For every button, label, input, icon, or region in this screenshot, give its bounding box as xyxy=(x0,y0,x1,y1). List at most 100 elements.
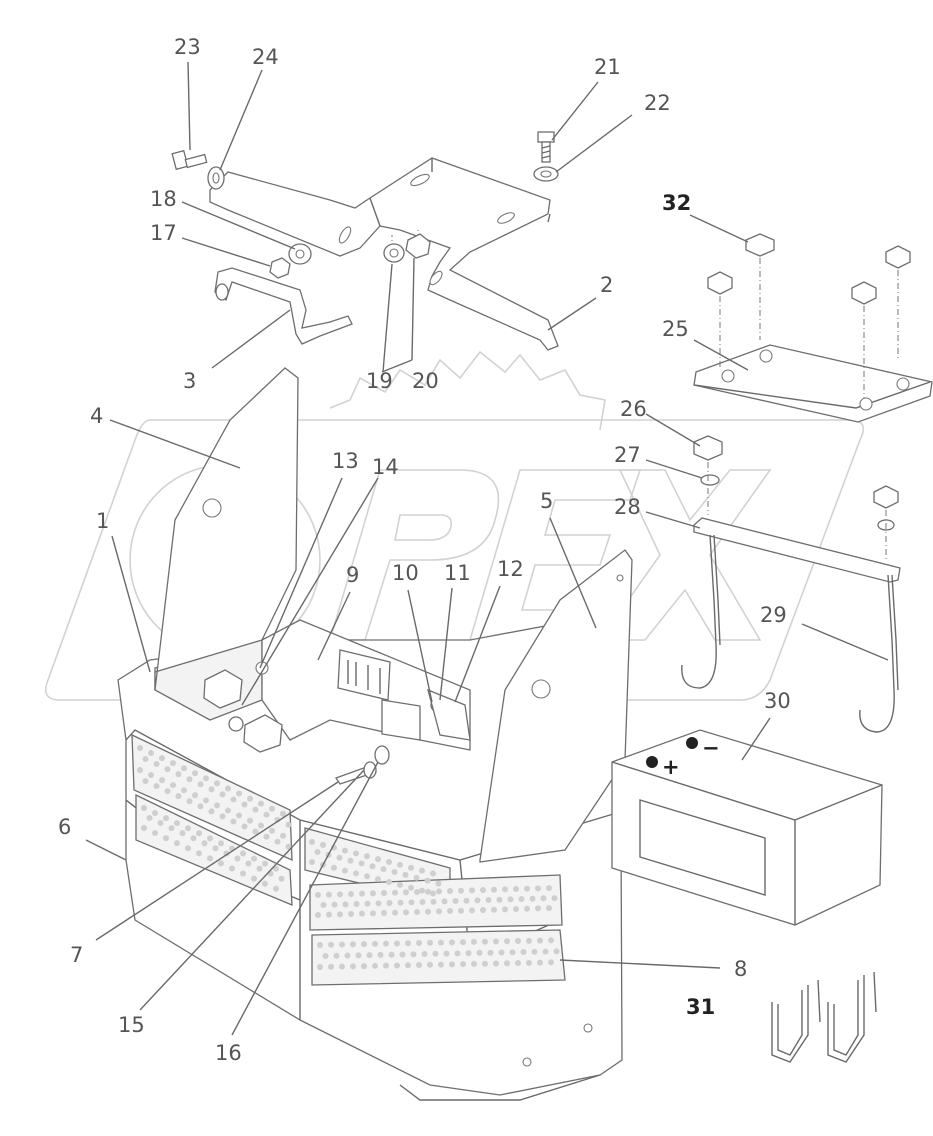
perforation-dot xyxy=(207,835,213,842)
perforation-dot xyxy=(141,825,147,831)
callout-32: 32 xyxy=(662,191,691,215)
perforation-dot xyxy=(331,864,337,871)
perforation-dot xyxy=(471,938,477,945)
perforation-dot xyxy=(458,907,464,914)
perforation-dot xyxy=(381,910,387,917)
hold-down-plate xyxy=(693,344,933,423)
perforation-dot xyxy=(397,881,403,888)
perforation-dot xyxy=(493,960,499,967)
perforation-dot xyxy=(375,876,381,883)
perforation-dot xyxy=(430,890,436,897)
perforation-dot xyxy=(326,911,332,918)
perforation-dot xyxy=(537,937,543,944)
perforation-dot xyxy=(419,867,425,874)
callout-11: 11 xyxy=(444,561,471,585)
callout-29: 29 xyxy=(760,603,787,627)
callout-7: 7 xyxy=(70,943,83,967)
nut-32 xyxy=(707,233,911,305)
perforation-dot xyxy=(392,909,398,916)
perforation-dot xyxy=(454,950,461,957)
perforation-dot xyxy=(350,963,356,970)
perforation-dot xyxy=(164,788,171,795)
perforation-dot xyxy=(485,897,492,904)
battery: + − xyxy=(611,729,883,926)
perforation-dot xyxy=(142,756,149,762)
perforation-dot xyxy=(320,841,326,848)
perforation-dot xyxy=(285,821,292,828)
perforation-dot xyxy=(474,897,481,904)
perforation-dot xyxy=(482,960,488,967)
callout-30: 30 xyxy=(764,689,791,713)
perforation-dot xyxy=(317,942,323,948)
perforation-dot xyxy=(386,900,393,907)
perforation-dot xyxy=(315,892,321,898)
battery-plus-sign: + xyxy=(662,755,680,779)
perforation-dot xyxy=(317,964,323,970)
perforation-dot xyxy=(137,767,143,773)
perforation-dot xyxy=(408,884,414,891)
perforation-dot xyxy=(421,951,428,958)
perforation-dot xyxy=(148,772,154,779)
perforation-dot xyxy=(553,948,560,955)
perforation-dot xyxy=(170,782,176,789)
perforation-dot xyxy=(546,905,552,912)
nut-13-14 xyxy=(203,661,283,753)
perforation-dot xyxy=(413,874,420,881)
perforation-dot xyxy=(196,830,202,837)
perforation-dot xyxy=(157,820,164,827)
callout-19: 19 xyxy=(366,369,393,393)
perforation-dot xyxy=(414,909,420,916)
perforation-dot xyxy=(269,805,275,812)
perforation-dot xyxy=(405,940,411,947)
perforation-dot xyxy=(535,905,541,912)
u-bolts xyxy=(771,971,877,1063)
battery-minus-sign: − xyxy=(702,736,720,760)
perforation-dot xyxy=(203,775,209,782)
perforation-dot xyxy=(218,840,224,847)
perforation-dot xyxy=(280,810,286,817)
perforation-dot xyxy=(507,896,514,903)
perforation-dot xyxy=(424,877,431,884)
callout-26: 26 xyxy=(620,397,647,421)
perforation-dot xyxy=(548,937,554,944)
clamp-bar xyxy=(214,267,353,345)
perforation-dot xyxy=(403,909,409,916)
perforation-dot xyxy=(430,898,437,905)
perforation-dot xyxy=(361,941,367,948)
perforation-dot xyxy=(314,849,321,855)
callout-21: 21 xyxy=(594,55,621,79)
perforation-dot xyxy=(225,785,231,792)
perforation-dot xyxy=(430,870,436,877)
perforation-dot xyxy=(141,805,147,811)
perforation-dot xyxy=(408,899,415,906)
perforation-dot xyxy=(229,865,235,872)
perforation-dot xyxy=(441,898,448,905)
callout-13: 13 xyxy=(332,449,359,473)
perforation-dot xyxy=(159,777,165,784)
perforation-dot xyxy=(471,960,477,967)
perforation-dot xyxy=(460,939,466,946)
perforation-dot xyxy=(375,900,382,907)
perforation-dot xyxy=(425,908,431,915)
perforation-dot xyxy=(203,797,209,804)
callout-2: 2 xyxy=(600,273,613,297)
perforation-dot xyxy=(186,776,193,783)
perforation-dots xyxy=(137,745,560,970)
perforation-dot xyxy=(452,898,459,905)
perforation-dot xyxy=(347,857,354,864)
mounting-bracket xyxy=(209,157,559,351)
callout-15: 15 xyxy=(118,1013,145,1037)
perforation-dot xyxy=(419,899,426,906)
perforation-dot xyxy=(269,827,275,834)
perforation-dot xyxy=(410,951,417,958)
perforation-dot xyxy=(174,840,180,847)
perforation-dot xyxy=(436,908,442,915)
perforation-dot xyxy=(185,825,191,832)
callout-3: 3 xyxy=(183,369,196,393)
perforation-dot xyxy=(230,796,237,803)
perforation-dot xyxy=(425,888,431,895)
perforation-dot xyxy=(542,948,549,955)
perforation-dot xyxy=(192,770,198,777)
perforation-dot xyxy=(361,963,367,970)
perforation-dot xyxy=(164,766,171,773)
